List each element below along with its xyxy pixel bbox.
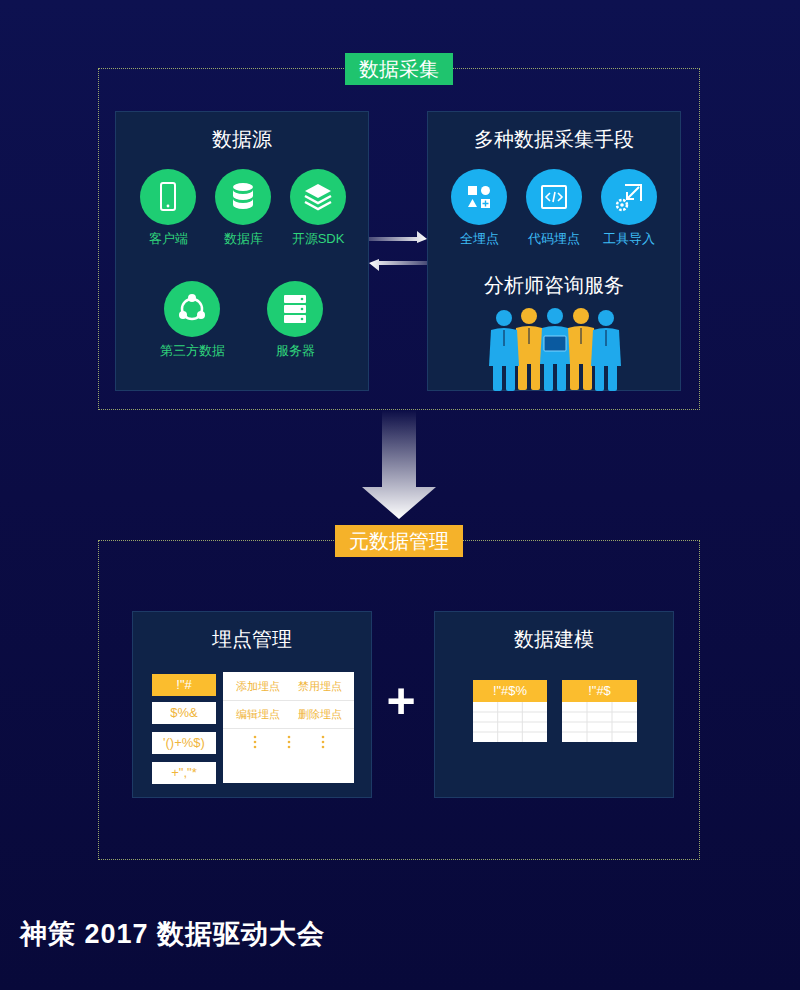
icon-circle xyxy=(215,169,271,225)
field-text: +","* xyxy=(171,765,197,780)
panel-title: 数据建模 xyxy=(435,626,673,652)
icon-item: 客户端 xyxy=(123,169,213,247)
panel-title: 数据源 xyxy=(116,126,368,152)
panel-subtitle: 分析师咨询服务 xyxy=(428,272,680,298)
plus-sign: + xyxy=(386,676,415,726)
panel-box: 数据源客户端数据库开源SDK 第三方数据服务器 xyxy=(115,111,369,391)
arrow-shape xyxy=(369,231,427,243)
connector-arrow xyxy=(369,231,427,243)
panel-box: 数据建模 !"#$% !"#$ xyxy=(434,611,674,798)
field-box: '()+%$) xyxy=(152,732,216,754)
panel-title: 埋点管理 xyxy=(133,626,371,652)
footer-brand: 神策 2017 数据驱动大会 xyxy=(20,917,325,951)
icon-circle xyxy=(267,281,323,337)
connector-arrow xyxy=(362,410,436,519)
action-text: 添加埋点 xyxy=(236,679,280,694)
field-text: $%& xyxy=(170,705,197,720)
connector-arrow xyxy=(369,259,427,271)
action-text: 禁用埋点 xyxy=(298,679,342,694)
section-tag: 数据采集 xyxy=(345,53,453,85)
arrow-shape xyxy=(369,259,427,271)
icon-label: 开源SDK xyxy=(273,231,363,247)
panel-title: 多种数据采集手段 xyxy=(428,126,680,152)
icon-label: 数据库 xyxy=(198,231,288,247)
field-text: !"# xyxy=(176,677,191,692)
field-box: +","* xyxy=(152,762,216,784)
icon-item: 全埋点 xyxy=(434,169,524,247)
icon-label: 工具导入 xyxy=(584,231,674,247)
icon-circle xyxy=(451,169,507,225)
table-header: !"#$% xyxy=(473,680,547,702)
icon-circle xyxy=(290,169,346,225)
field-box: $%& xyxy=(152,702,216,724)
icon-circle xyxy=(140,169,196,225)
icon-item: 服务器 xyxy=(250,281,340,359)
icon-item: 开源SDK xyxy=(273,169,363,247)
action-list: 添加埋点 禁用埋点编辑埋点 删除埋点 xyxy=(223,672,354,783)
panel-box: 多种数据采集手段分析师咨询服务 全埋点代码埋点工具导入 xyxy=(427,111,681,391)
analyst-illustration xyxy=(428,112,682,392)
field-box: !"# xyxy=(152,674,216,696)
group-frame: 数据采集数据源客户端数据库开源SDK第三方数据服务器 多种数据采集手段分析师咨询… xyxy=(98,68,700,410)
icon-item: 第三方数据 xyxy=(147,281,237,359)
table-header: !"#$ xyxy=(562,680,637,702)
icon-label: 全埋点 xyxy=(434,231,524,247)
field-text: '()+%$) xyxy=(163,735,205,750)
icon-label: 客户端 xyxy=(123,231,213,247)
section-tag: 元数据管理 xyxy=(335,525,463,557)
icon-item: 代码埋点 xyxy=(509,169,599,247)
icon-label: 第三方数据 xyxy=(147,343,237,359)
icon-circle xyxy=(526,169,582,225)
table-box: !"#$ xyxy=(562,680,637,742)
action-text: 编辑埋点 xyxy=(236,707,280,722)
icon-item: 数据库 xyxy=(198,169,288,247)
table-box: !"#$% xyxy=(473,680,547,742)
arrow-shape xyxy=(362,410,436,519)
icon-label: 服务器 xyxy=(250,343,340,359)
icon-label: 代码埋点 xyxy=(509,231,599,247)
icon-item: 工具导入 xyxy=(584,169,674,247)
icon-circle xyxy=(164,281,220,337)
icon-circle xyxy=(601,169,657,225)
action-text: 删除埋点 xyxy=(298,707,342,722)
panel-box: 埋点管理 !"# $%& '()+%$) +","* 添加埋点 禁用埋点编辑埋点 删除埋点 xyxy=(132,611,372,798)
